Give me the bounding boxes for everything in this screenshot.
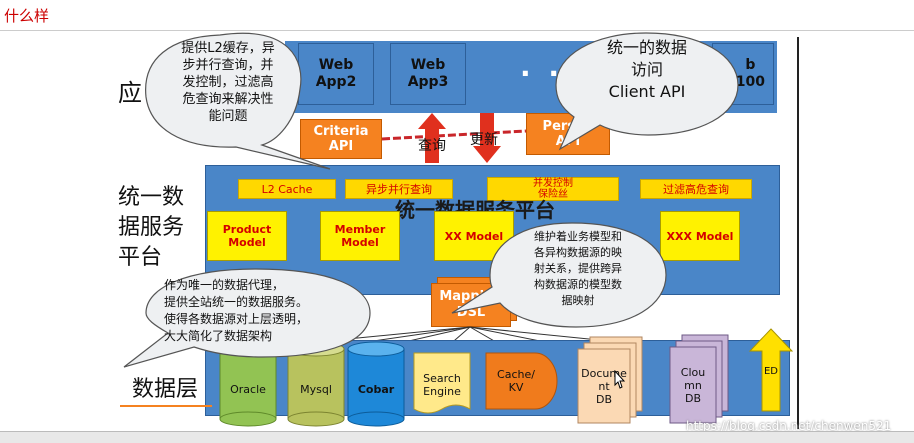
datastore-search-engine-label: Search Engine	[423, 372, 461, 398]
layer-label-platform: 统一数 据服务 平台	[118, 183, 184, 273]
model-cube-member: Member Model	[320, 211, 400, 261]
horizontal-scrollbar[interactable]	[0, 431, 914, 443]
page-title: 什么样	[4, 7, 50, 25]
model-cube-product: Product Model	[207, 211, 287, 261]
feature-strip-concurrency: 并发控制 保险丝	[487, 177, 619, 201]
callout-l2-text: 提供L2缓存，异 步并行查询，并 发控制，过滤高 危查询来解决性 能问题	[181, 41, 275, 124]
layer-label-app: 应	[118, 79, 142, 107]
cobar-cylinder	[347, 341, 405, 427]
update-label: 更新	[470, 132, 498, 148]
callout-client-api-text: 统一的数据 访问 Client API	[606, 38, 687, 101]
layer-label-platform-line: 统一数	[118, 185, 185, 210]
cache-kv-shape	[485, 352, 558, 410]
app-label: b 100	[735, 57, 765, 90]
ed-up-arrow	[748, 328, 794, 412]
query-up-arrow	[418, 113, 446, 163]
datastore-cobar-label: Cobar	[357, 382, 395, 396]
page-header: 什么样	[0, 0, 914, 31]
app-box-webapp3: Web App3	[390, 43, 466, 105]
callout-bubbles	[123, 32, 739, 368]
datastore-mysql-label: Mysql	[300, 382, 332, 396]
app-label: Web App3	[407, 57, 449, 90]
layer-label-data: 数据层	[132, 377, 199, 402]
datastore-cache-kv-label: Cache/ KV	[497, 368, 535, 394]
layer-label-platform-line: 据服务	[118, 215, 185, 240]
datastore-ed-label: ED	[763, 365, 779, 377]
data-label-underline	[120, 405, 212, 407]
architecture-slide: Web App2 Web App3 · · · b 100 应 Criteria…	[0, 31, 914, 433]
callout-client-api-bubble	[555, 32, 739, 151]
query-label: 查询	[418, 138, 446, 154]
feature-strip-filter: 过滤高危查询	[640, 179, 752, 199]
connector-layer	[381, 113, 527, 163]
callout-model-mapping-text: 维护着业务模型和 各异构数据源的映 射关系，提供跨异 构数据源的模型数 据映射	[534, 230, 622, 307]
callout-l2-bubble	[145, 32, 331, 170]
datastore-shapes	[219, 328, 794, 427]
update-down-arrow	[473, 113, 501, 163]
app-label: Web App2	[315, 57, 357, 90]
app-box-webapp2: Web App2	[298, 43, 374, 105]
feature-strip-l2-cache: L2 Cache	[238, 179, 336, 199]
callout-proxy-text: 作为唯一的数据代理， 提供全站统一的数据服务。 使得各数据源对上层透明， 大大简…	[164, 278, 309, 343]
search-engine-shape	[413, 352, 471, 414]
column-db-stack	[669, 334, 729, 424]
model-cube-xxx: XXX Model	[660, 211, 740, 261]
watermark-text: https://blog.csdn.net/chenwen521	[686, 419, 892, 433]
criteria-api-box: Criteria API	[300, 119, 382, 159]
feature-strip-async-query: 异步并行查询	[345, 179, 453, 199]
slide-edge-rule	[797, 37, 799, 429]
callout-model-mapping-bubble	[451, 222, 667, 328]
datastore-oracle-label: Oracle	[230, 382, 266, 396]
callout-proxy-bubble	[123, 268, 371, 368]
datastore-column-db-label: Clou mn DB	[680, 365, 706, 405]
mouse-cursor-icon	[614, 370, 626, 389]
layer-label-platform-line: 平台	[118, 245, 163, 270]
api-link-line	[381, 129, 527, 141]
